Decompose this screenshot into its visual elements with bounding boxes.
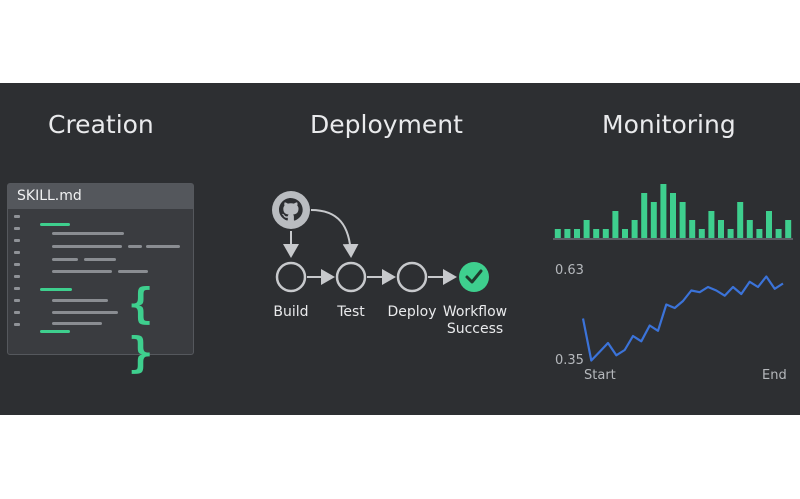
code-line <box>52 270 112 273</box>
editor-filename: SKILL.md <box>8 184 193 209</box>
bar <box>679 202 686 238</box>
bar <box>622 229 628 238</box>
build-label: Build <box>273 304 309 320</box>
x-tick-end: End <box>762 368 787 383</box>
code-line <box>52 299 108 302</box>
bar <box>718 220 724 238</box>
line-gutter <box>14 215 22 335</box>
bar <box>670 193 676 238</box>
github-icon <box>272 191 310 229</box>
bar <box>737 202 744 238</box>
code-line <box>52 245 122 248</box>
bar <box>593 229 600 238</box>
code-line <box>52 311 118 314</box>
braces-icon: { } <box>128 279 157 377</box>
deploy-label: Deploy <box>387 304 437 320</box>
test-node <box>335 261 367 293</box>
code-editor: SKILL.md { } <box>7 183 194 377</box>
code-line <box>146 245 180 248</box>
deployment-title: Deployment <box>310 110 463 139</box>
check-icon <box>465 269 483 284</box>
metric-line-chart <box>581 275 784 362</box>
bar <box>564 229 571 238</box>
bar <box>746 220 753 238</box>
bar <box>775 229 782 238</box>
bar <box>698 229 705 238</box>
workflow-success-label: Workflow Success <box>442 304 508 337</box>
bar <box>660 184 667 238</box>
y-tick-top: 0.63 <box>555 263 584 278</box>
x-tick-start: Start <box>584 368 616 383</box>
bar <box>727 229 734 238</box>
bar <box>650 202 657 238</box>
code-line <box>118 270 148 273</box>
code-line <box>40 288 72 291</box>
test-label: Test <box>337 304 365 320</box>
creation-title: Creation <box>48 110 154 139</box>
code-line <box>40 223 70 226</box>
build-node <box>275 261 307 293</box>
bar <box>574 229 580 238</box>
bar <box>708 211 715 238</box>
code-line <box>52 258 78 261</box>
bar <box>554 229 561 238</box>
bar <box>641 193 648 238</box>
bar <box>631 220 638 238</box>
success-node <box>459 262 489 292</box>
code-line <box>52 322 102 325</box>
code-line <box>52 232 124 235</box>
code-line <box>40 330 70 333</box>
y-tick-bottom: 0.35 <box>555 353 584 368</box>
bar <box>583 220 590 238</box>
bar <box>689 220 696 238</box>
code-line <box>84 258 116 261</box>
bar <box>612 211 619 238</box>
code-line <box>128 245 142 248</box>
bar <box>766 211 772 238</box>
monitoring-title: Monitoring <box>602 110 736 139</box>
bar <box>756 229 763 238</box>
metric-series-line <box>581 275 784 362</box>
activity-bar-chart <box>553 184 793 240</box>
bar <box>785 220 792 238</box>
bar <box>602 229 609 238</box>
deploy-node <box>396 261 428 293</box>
